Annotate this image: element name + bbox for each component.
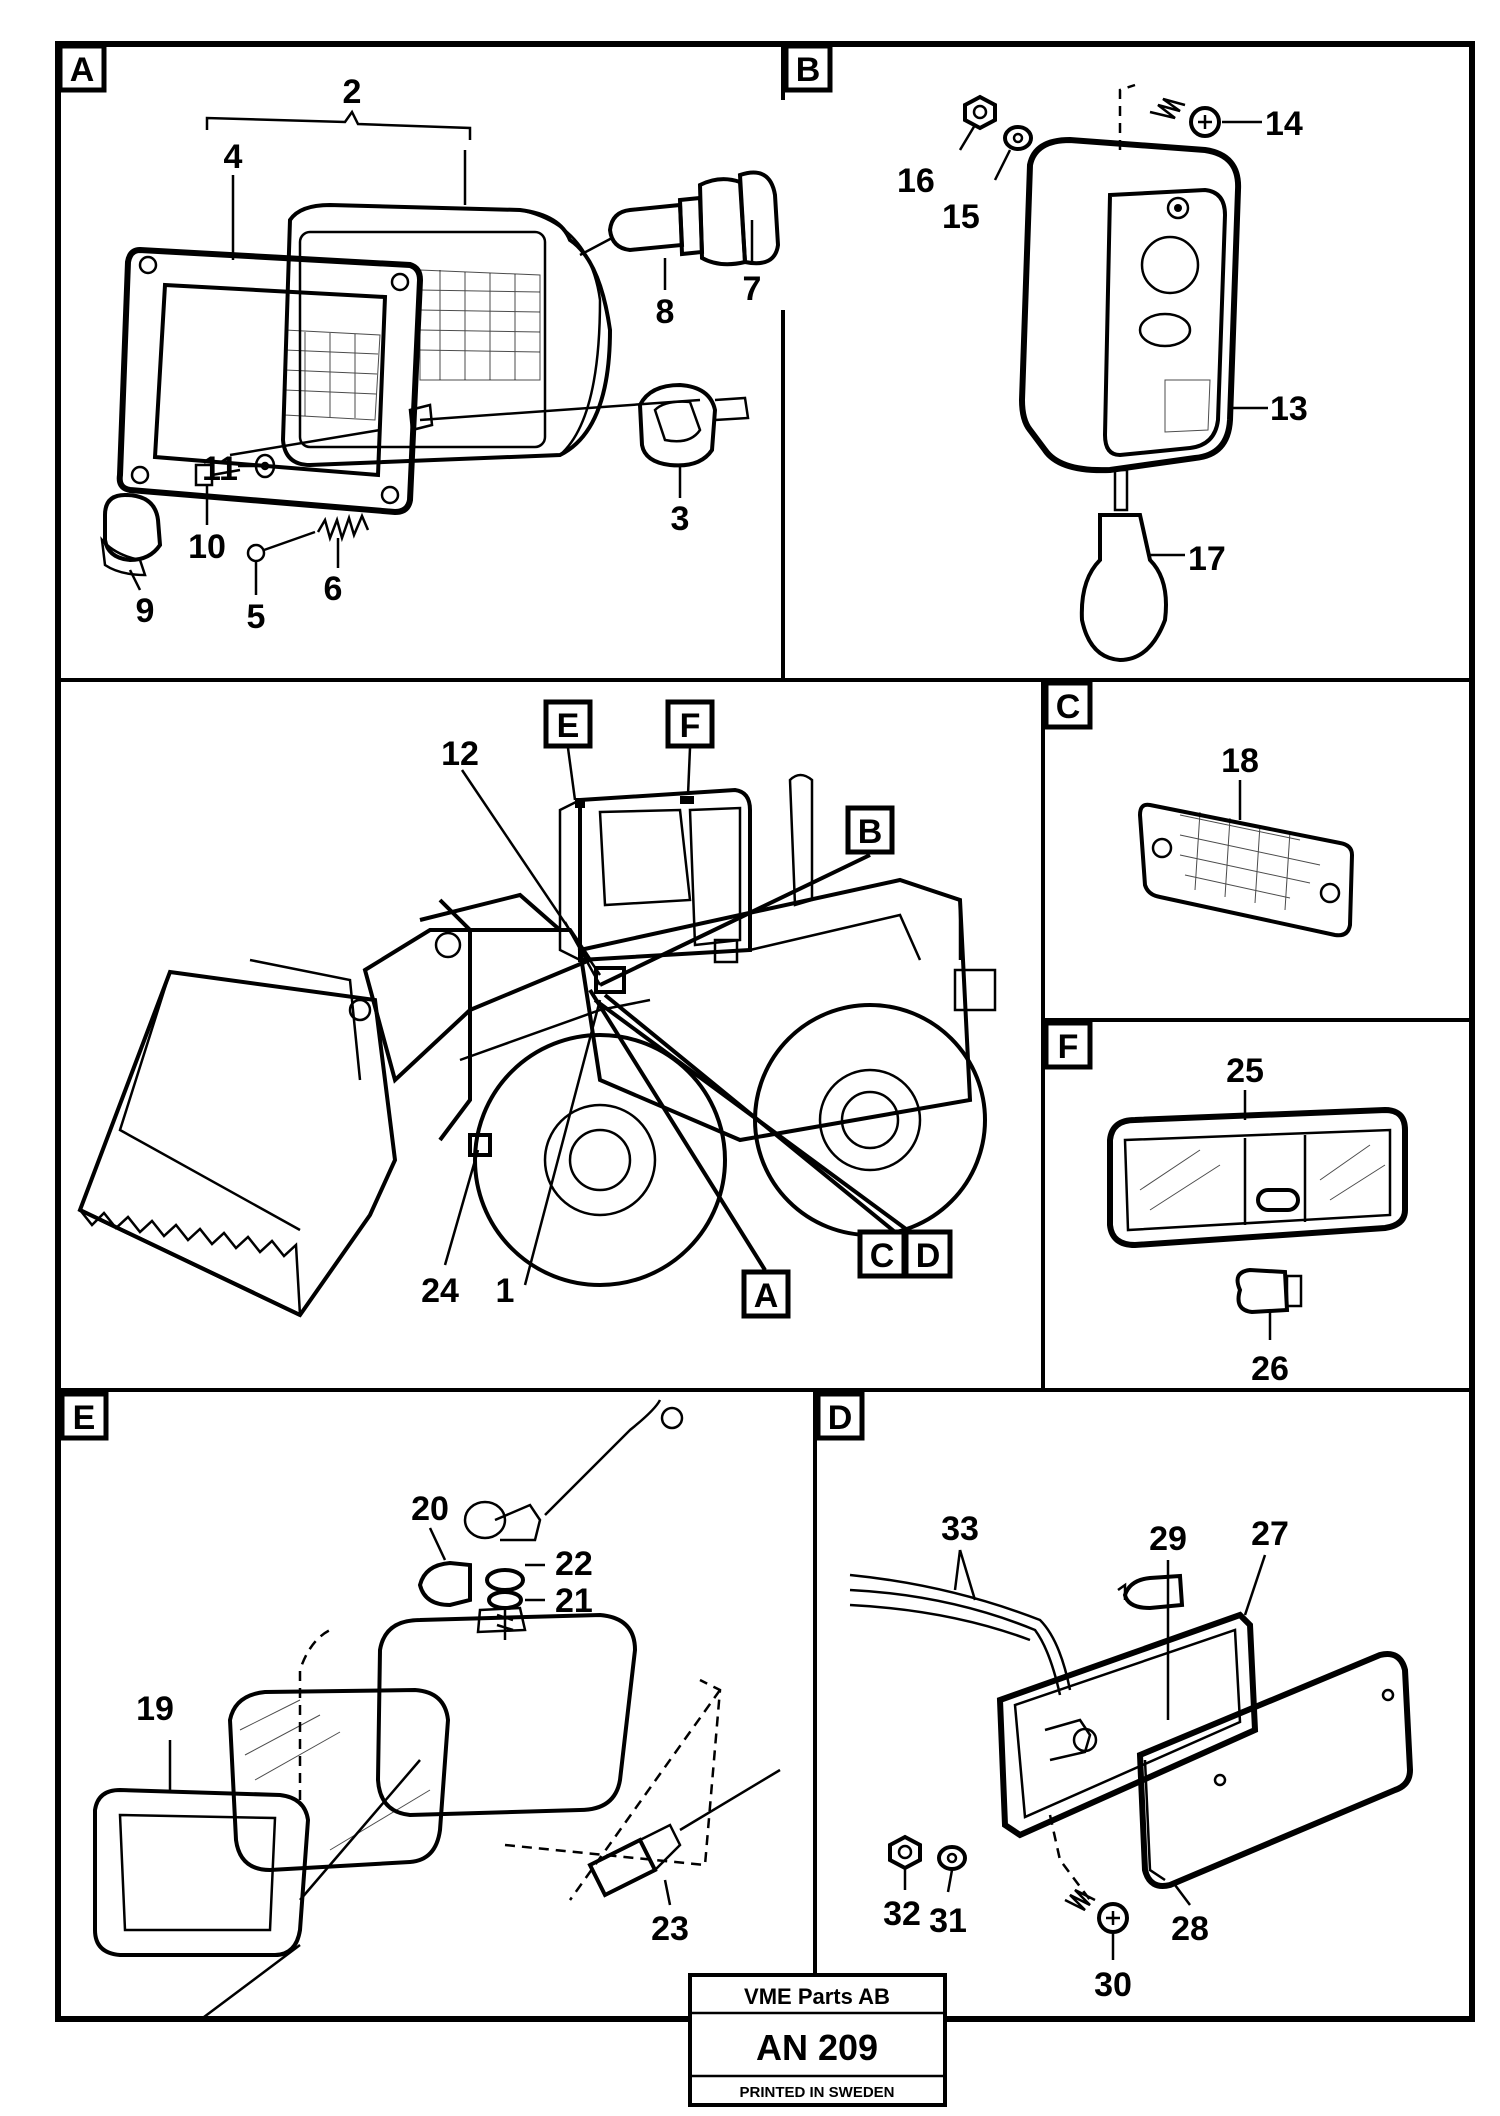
callout-10: 10: [188, 528, 226, 566]
callout-18: 18: [1221, 742, 1259, 780]
indicator-bulb: [1079, 468, 1168, 663]
callout-21: 21: [555, 1582, 593, 1620]
indicator-lamp: [1018, 136, 1242, 474]
callout-11: 11: [202, 450, 238, 488]
machine-tag-a: A: [741, 1269, 791, 1319]
callout-6: 6: [324, 570, 343, 608]
drawing-code: AN 209: [756, 2027, 878, 2068]
lamp-bulb-20: [417, 1399, 684, 1608]
halogen-bulb: [579, 170, 781, 267]
connector-plug: [587, 1768, 781, 1898]
callout-8: 8: [656, 293, 675, 331]
svg-text:A: A: [70, 51, 95, 89]
nut-32: [888, 1834, 922, 1871]
callout-16: 16: [897, 162, 935, 200]
bracket-group-2: [205, 109, 472, 140]
washer-31: [937, 1845, 967, 1871]
svg-text:C: C: [1056, 688, 1081, 726]
callout-13: 13: [1270, 390, 1308, 428]
callout-3: 3: [671, 500, 690, 538]
svg-text:B: B: [796, 51, 821, 89]
screw-30: [1064, 1888, 1129, 1934]
wiring-harness: [849, 1573, 1072, 1696]
work-lamp: [93, 1606, 638, 2021]
parking-bulb: [100, 492, 163, 577]
callout-22: 22: [555, 1545, 593, 1583]
callout-9: 9: [136, 592, 155, 630]
printed-note: PRINTED IN SWEDEN: [739, 2084, 894, 2101]
festoon-bulb-29: [1117, 1573, 1185, 1611]
callout-24: 24: [421, 1272, 459, 1310]
callout-7: 7: [743, 270, 762, 308]
svg-text:E: E: [73, 1399, 96, 1437]
callout-4: 4: [224, 138, 243, 176]
panel-label-c: C: [1043, 680, 1093, 730]
side-reflector: [1137, 802, 1355, 938]
panel-label-d: D: [815, 1391, 865, 1441]
svg-text:F: F: [1058, 1028, 1079, 1066]
frame: [55, 41, 1475, 2022]
panel-label-b: B: [783, 43, 833, 93]
company-name: VME Parts AB: [744, 1984, 890, 2009]
machine-tag-d: D: [903, 1229, 953, 1279]
callout-15: 15: [942, 198, 980, 236]
callout-12: 12: [441, 735, 479, 773]
callout-27: 27: [1251, 1515, 1289, 1553]
callout-14: 14: [1265, 105, 1303, 143]
callout-31: 31: [929, 1902, 967, 1940]
washer-15: [1003, 125, 1033, 151]
panel-label-a: A: [57, 43, 107, 93]
nut-and-bolt: [485, 1568, 525, 1640]
callout-25: 25: [1226, 1052, 1264, 1090]
callout-19: 19: [136, 1690, 174, 1728]
svg-text:C: C: [870, 1237, 895, 1275]
title-block: VME Parts AB AN 209 PRINTED IN SWEDEN: [688, 1973, 947, 2107]
callout-32: 32: [883, 1895, 921, 1933]
panel-label-f: F: [1043, 1020, 1093, 1070]
callout-26: 26: [1251, 1350, 1289, 1388]
svg-text:D: D: [828, 1399, 853, 1437]
svg-text:D: D: [916, 1237, 941, 1275]
machine-tag-c: C: [857, 1229, 907, 1279]
nut-16: [963, 94, 997, 131]
callout-20: 20: [411, 1490, 449, 1528]
machine-tag-f: F: [665, 699, 715, 749]
adjusting-screw-and-spring: [246, 512, 370, 563]
callout-33: 33: [941, 1510, 979, 1548]
callout-2: 2: [343, 73, 362, 111]
machine-tag-b: B: [845, 805, 895, 855]
panel-label-e: E: [59, 1391, 109, 1441]
interior-lamp: [1107, 1106, 1408, 1249]
callout-23: 23: [651, 1910, 689, 1948]
bulb-socket: [637, 382, 750, 468]
svg-text:E: E: [557, 707, 580, 745]
callout-30: 30: [1094, 1966, 1132, 2004]
festoon-bulb: [1235, 1267, 1303, 1315]
svg-text:B: B: [858, 813, 883, 851]
machine-tag-e: E: [543, 699, 593, 749]
callout-17: 17: [1188, 540, 1226, 578]
callout-5: 5: [247, 598, 266, 636]
callout-29: 29: [1149, 1520, 1187, 1558]
marker-lamp: [996, 1611, 1414, 1889]
svg-text:A: A: [754, 1277, 779, 1315]
screw-14: [1149, 97, 1221, 138]
headlight-assembly: [116, 202, 701, 516]
svg-text:F: F: [680, 707, 701, 745]
callout-1: 1: [496, 1272, 515, 1310]
callout-28: 28: [1171, 1910, 1209, 1948]
